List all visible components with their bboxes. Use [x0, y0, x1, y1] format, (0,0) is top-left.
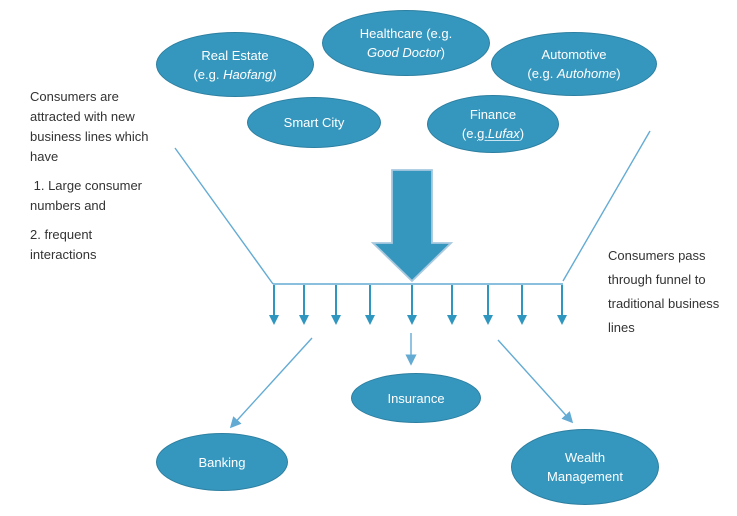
node-sublabel: (e.g. Autohome) [527, 66, 621, 81]
funnel-drop-arrow [365, 285, 375, 325]
funnel-drop-arrow [407, 285, 417, 325]
funnel-drop-arrow [517, 285, 527, 325]
funnel-drop-arrow [269, 285, 279, 325]
node-real-estate: Real Estate (e.g. Haofang) [156, 32, 314, 97]
node-label: Healthcare (e.g. [359, 26, 453, 41]
funnel-left-line [174, 147, 274, 285]
right-note: Consumers pass through funnel to traditi… [608, 244, 719, 340]
node-label: Finance [469, 107, 517, 122]
node-label: Automotive [541, 47, 607, 62]
arrow-to-banking [229, 337, 313, 429]
note-line: attracted with new [30, 109, 135, 124]
node-label: Insurance [387, 390, 445, 406]
node-healthcare: Healthcare (e.g. Good Doctor) [322, 10, 490, 76]
note-line: numbers and [30, 198, 106, 213]
funnel-right-line [562, 130, 651, 282]
note-line: traditional business [608, 296, 720, 311]
big-down-arrow [370, 169, 454, 283]
funnel-drop-arrow [557, 285, 567, 325]
note-line: interactions [30, 247, 97, 262]
lufax-link: g.Lufax [477, 126, 520, 141]
note-line: business lines which [30, 129, 149, 144]
funnel-drop-arrow [331, 285, 341, 325]
node-wealth-management: Wealth Management [511, 429, 659, 505]
node-banking: Banking [156, 433, 288, 491]
node-sublabel: (e.g. Haofang) [193, 66, 277, 82]
node-label: Smart City [283, 115, 345, 130]
note-line: Consumers are [30, 89, 119, 104]
arrow-to-wealth-management [497, 339, 574, 424]
note-line: through funnel to [608, 272, 706, 287]
node-label: Wealth [564, 450, 606, 465]
left-note: Consumers are attracted with new busines… [30, 87, 149, 265]
node-sublabel: (e.g.Lufax) [461, 126, 525, 141]
note-line: 2. frequent [30, 227, 93, 242]
note-line: have [30, 149, 59, 164]
funnel-drop-arrow [299, 285, 309, 325]
funnel-drop-arrow [447, 285, 457, 325]
note-line: 1. Large consumer [30, 178, 143, 193]
note-line: Consumers pass [608, 248, 706, 263]
node-label: Management [547, 469, 623, 484]
node-automotive: Automotive (e.g. Autohome) [491, 32, 657, 96]
node-insurance: Insurance [351, 373, 481, 423]
node-label: Real Estate [201, 47, 269, 63]
node-sublabel: Good Doctor) [366, 45, 446, 60]
note-line: lines [608, 320, 635, 335]
node-finance: Finance (e.g.Lufax) [427, 95, 559, 153]
node-label: Banking [198, 454, 246, 470]
funnel-drop-arrow [483, 285, 493, 325]
node-smart-city: Smart City [247, 97, 381, 148]
